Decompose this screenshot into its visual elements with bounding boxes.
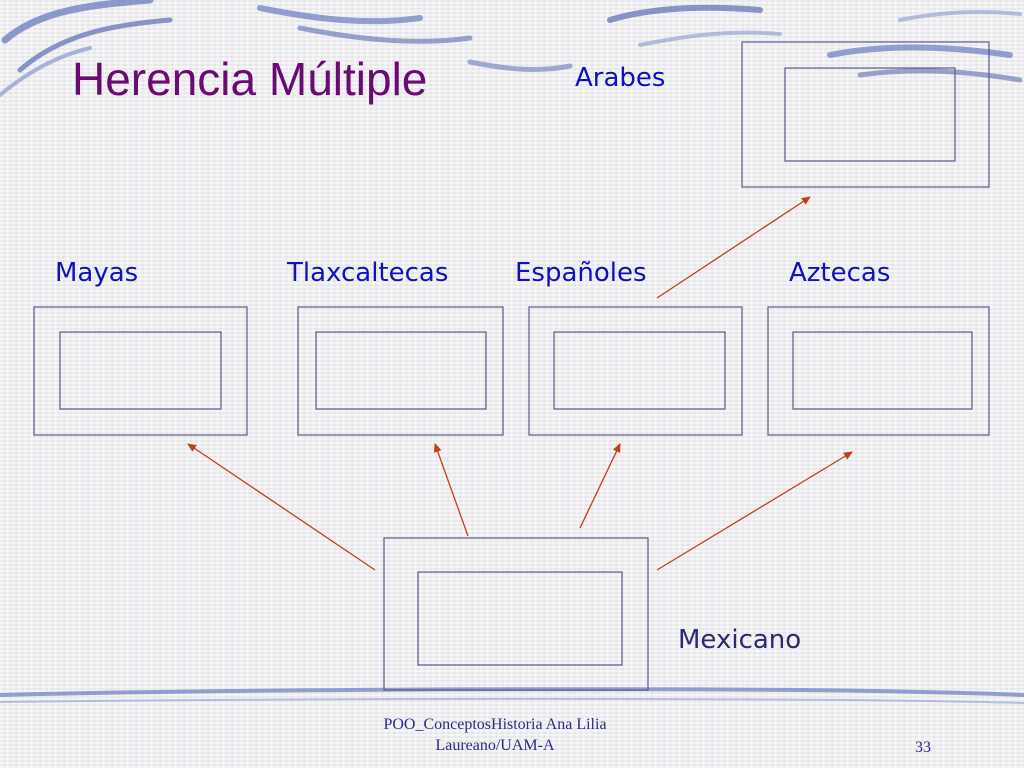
swoosh-top-4 [607, 4, 763, 23]
arrow-mexicano-to-tlaxcaltecas [433, 443, 469, 537]
class-box-mayas [33, 306, 248, 436]
class-box-aztecas [767, 306, 990, 436]
swoosh-top-5 [638, 30, 782, 47]
footer-line-2: Laureano/UAM-A [435, 737, 555, 754]
swoosh-top-left-1 [1, 0, 154, 44]
swoosh-top-right-1 [827, 44, 1013, 58]
label-mexicano: Mexicano [678, 625, 802, 655]
arrow-mexicano-to-aztecas [656, 451, 853, 571]
swoosh-top-left-3 [0, 46, 92, 97]
label-tlaxcaltecas: Tlaxcaltecas [287, 258, 449, 288]
footer-credit: POO_ConceptosHistoria Ana Lilia Laureano… [330, 714, 660, 756]
swoosh-top-left-2 [17, 17, 173, 73]
swoosh-top-right-2 [857, 68, 1023, 83]
footer-line-1: POO_ConceptosHistoria Ana Lilia [383, 716, 607, 733]
class-box-arabes [741, 41, 990, 188]
swoosh-top-1 [257, 5, 423, 25]
swoosh-top-3 [467, 59, 573, 72]
class-box-espanoles [528, 306, 743, 436]
class-box-mexicano [383, 537, 649, 691]
swoosh-top-2 [297, 25, 473, 44]
class-box-tlaxcaltecas [297, 306, 504, 436]
slide-title: Herencia Múltiple [72, 53, 428, 105]
arrow-mexicano-to-mayas [187, 443, 376, 571]
swoosh-bottom-line-1 [0, 687, 1024, 697]
label-arabes: Arabes [575, 63, 666, 93]
arrow-mexicano-to-espanoles [579, 443, 621, 529]
label-espanoles: Españoles [515, 258, 647, 288]
swoosh-bottom-line-2 [0, 697, 1024, 704]
label-mayas: Mayas [55, 258, 139, 288]
page-number: 33 [915, 739, 931, 756]
label-aztecas: Aztecas [789, 258, 891, 288]
swoosh-top-right-3 [898, 10, 1022, 22]
arrow-espanoles-to-arabes [656, 196, 811, 299]
